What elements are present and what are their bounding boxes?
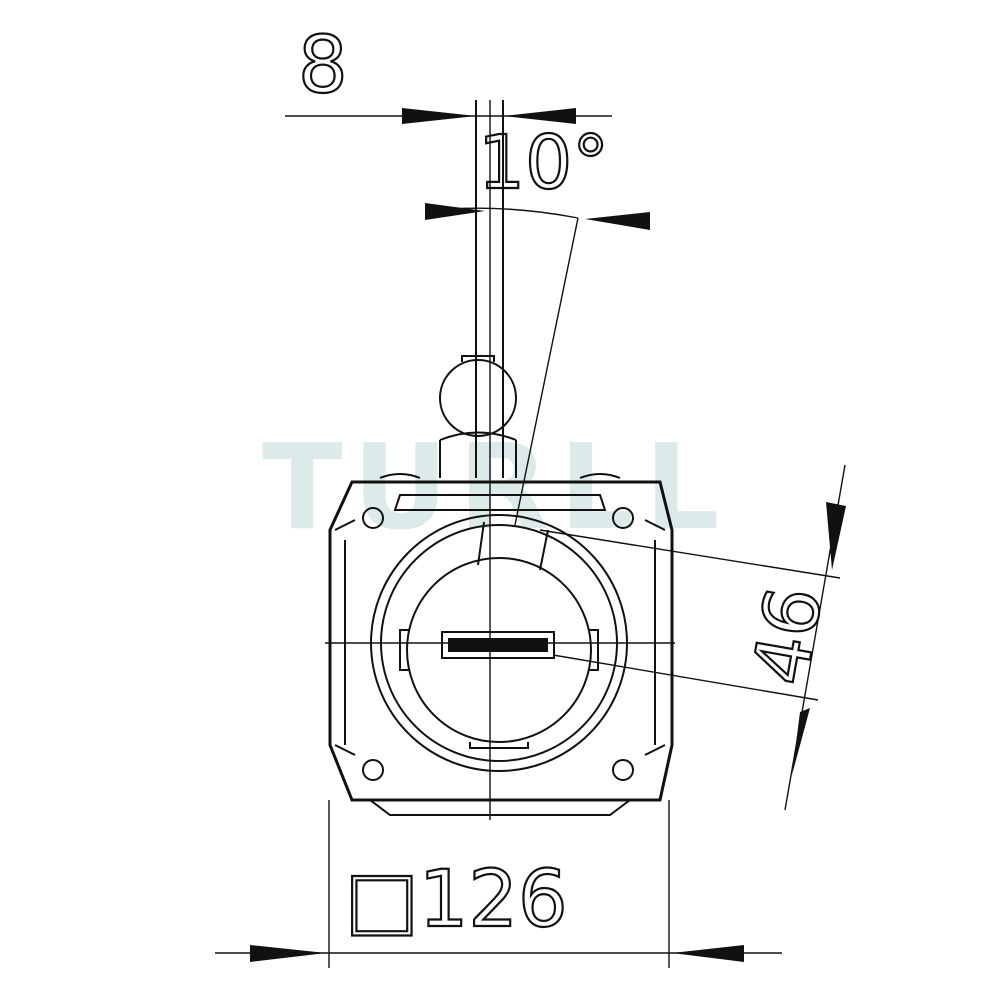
watermark-text: TURLL — [262, 418, 730, 556]
body-width-dimension: □126 — [215, 800, 782, 968]
roller — [439, 355, 517, 478]
slot-spacing-dimension: 46 — [539, 464, 846, 811]
body-width-label: □126 — [345, 855, 568, 945]
slot-mark — [448, 638, 548, 652]
switch-body — [328, 473, 674, 816]
slot-spacing-label: 46 — [735, 580, 839, 691]
rotary-head — [325, 514, 675, 772]
offset-dimension: 8 — [285, 20, 612, 124]
screw-bottom-right — [612, 759, 634, 781]
screw-bottom-left — [362, 759, 384, 781]
angle-label: 10° — [478, 120, 609, 206]
screw-top-left — [362, 507, 384, 529]
angle-dimension: 10° — [424, 119, 650, 526]
lever-shaft — [475, 100, 504, 820]
offset-label: 8 — [298, 21, 348, 111]
screw-top-right — [612, 507, 634, 529]
